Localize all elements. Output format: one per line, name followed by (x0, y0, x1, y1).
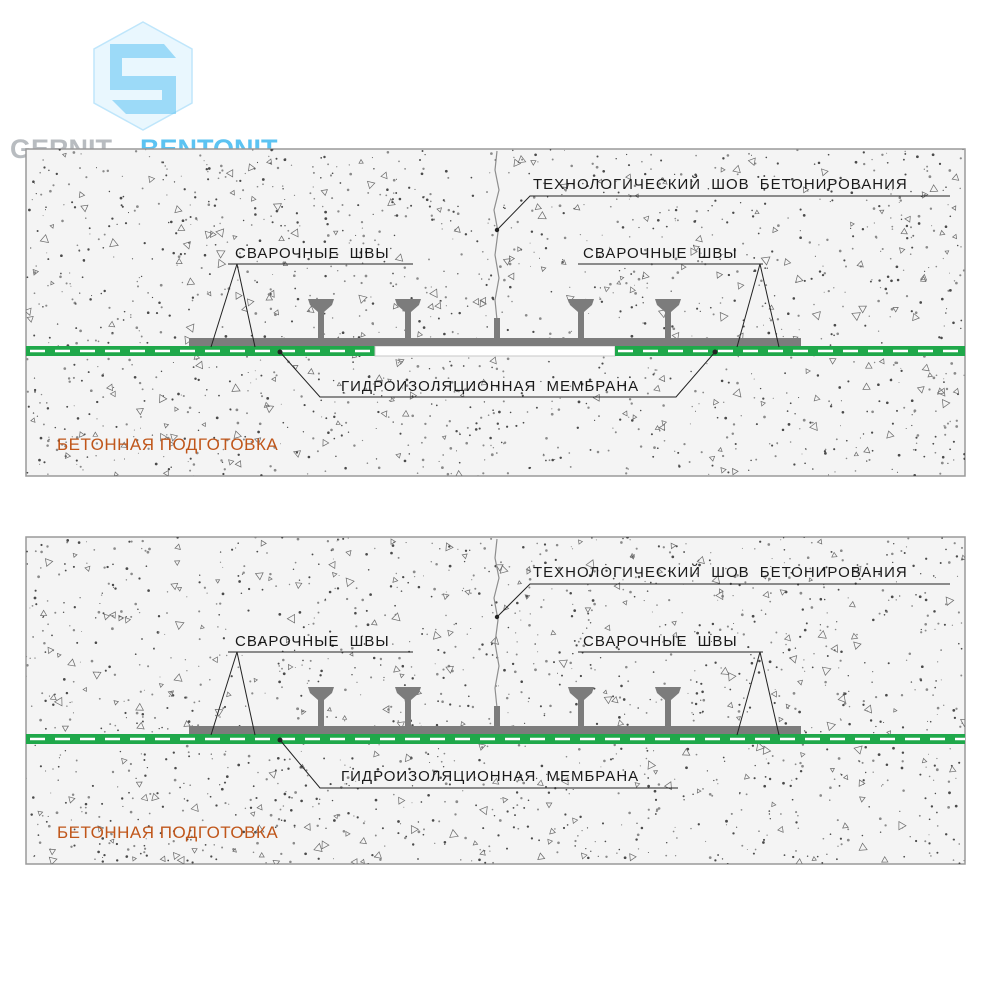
membrane-left (26, 346, 375, 356)
membrane-label: ГИДРОИЗОЛЯЦИОННАЯ МЕМБРАНА (341, 768, 639, 785)
leader-lines (210, 583, 950, 789)
joint-label: ТЕХНОЛОГИЧЕСКИЙ ШОВ БЕТОНИРОВАНИЯ (533, 563, 908, 581)
center-bulb (494, 706, 500, 726)
leader-lines (210, 195, 950, 398)
concrete-block (25, 148, 966, 477)
construction-joint-line (493, 150, 500, 321)
anchor-rib (568, 299, 594, 338)
waterstop-profile (189, 687, 801, 734)
concrete-texture-base (26, 744, 965, 864)
waterproofing-membrane (26, 345, 965, 357)
company-logo: GERNIT BENTONIT (10, 21, 278, 164)
membrane-right (615, 346, 965, 356)
anchor-rib (308, 299, 334, 338)
welds-label-right: СВАРОЧНЫЕ ШВЫ (583, 245, 738, 262)
logo-hexagon-icon (93, 21, 193, 131)
waterproofing-membrane (26, 734, 965, 744)
anchor-rib (395, 299, 421, 338)
welds-label-right: СВАРОЧНЫЕ ШВЫ (583, 633, 738, 650)
center-bulb (494, 318, 500, 338)
membrane-gap (374, 345, 616, 357)
detail-panel-1: ТЕХНОЛОГИЧЕСКИЙ ШОВ БЕТОНИРОВАНИЯ СВАРОЧ… (25, 148, 966, 477)
anchor-rib (568, 687, 594, 726)
base-concrete-label: БЕТОННАЯ ПОДГОТОВКА (57, 435, 278, 454)
joint-label: ТЕХНОЛОГИЧЕСКИЙ ШОВ БЕТОНИРОВАНИЯ (533, 175, 908, 193)
concrete-texture-base (26, 356, 965, 476)
anchor-rib (655, 299, 681, 338)
membrane-label: ГИДРОИЗОЛЯЦИОННАЯ МЕМБРАНА (341, 378, 639, 395)
anchor-rib (395, 687, 421, 726)
detail-panel-2: ТЕХНОЛОГИЧЕСКИЙ ШОВ БЕТОНИРОВАНИЯ СВАРОЧ… (25, 536, 966, 865)
membrane-continuous (26, 734, 965, 744)
construction-joint-line (493, 538, 500, 709)
anchor-rib (655, 687, 681, 726)
base-concrete-label: БЕТОННАЯ ПОДГОТОВКА (57, 823, 278, 842)
welds-label-left: СВАРОЧНЫЕ ШВЫ (235, 245, 390, 262)
waterstop-profile (189, 299, 801, 346)
anchor-rib (308, 687, 334, 726)
waterstop-base-plate (189, 338, 801, 346)
welds-label-left: СВАРОЧНЫЕ ШВЫ (235, 633, 390, 650)
waterstop-base-plate (189, 726, 801, 734)
concrete-block (25, 536, 966, 865)
